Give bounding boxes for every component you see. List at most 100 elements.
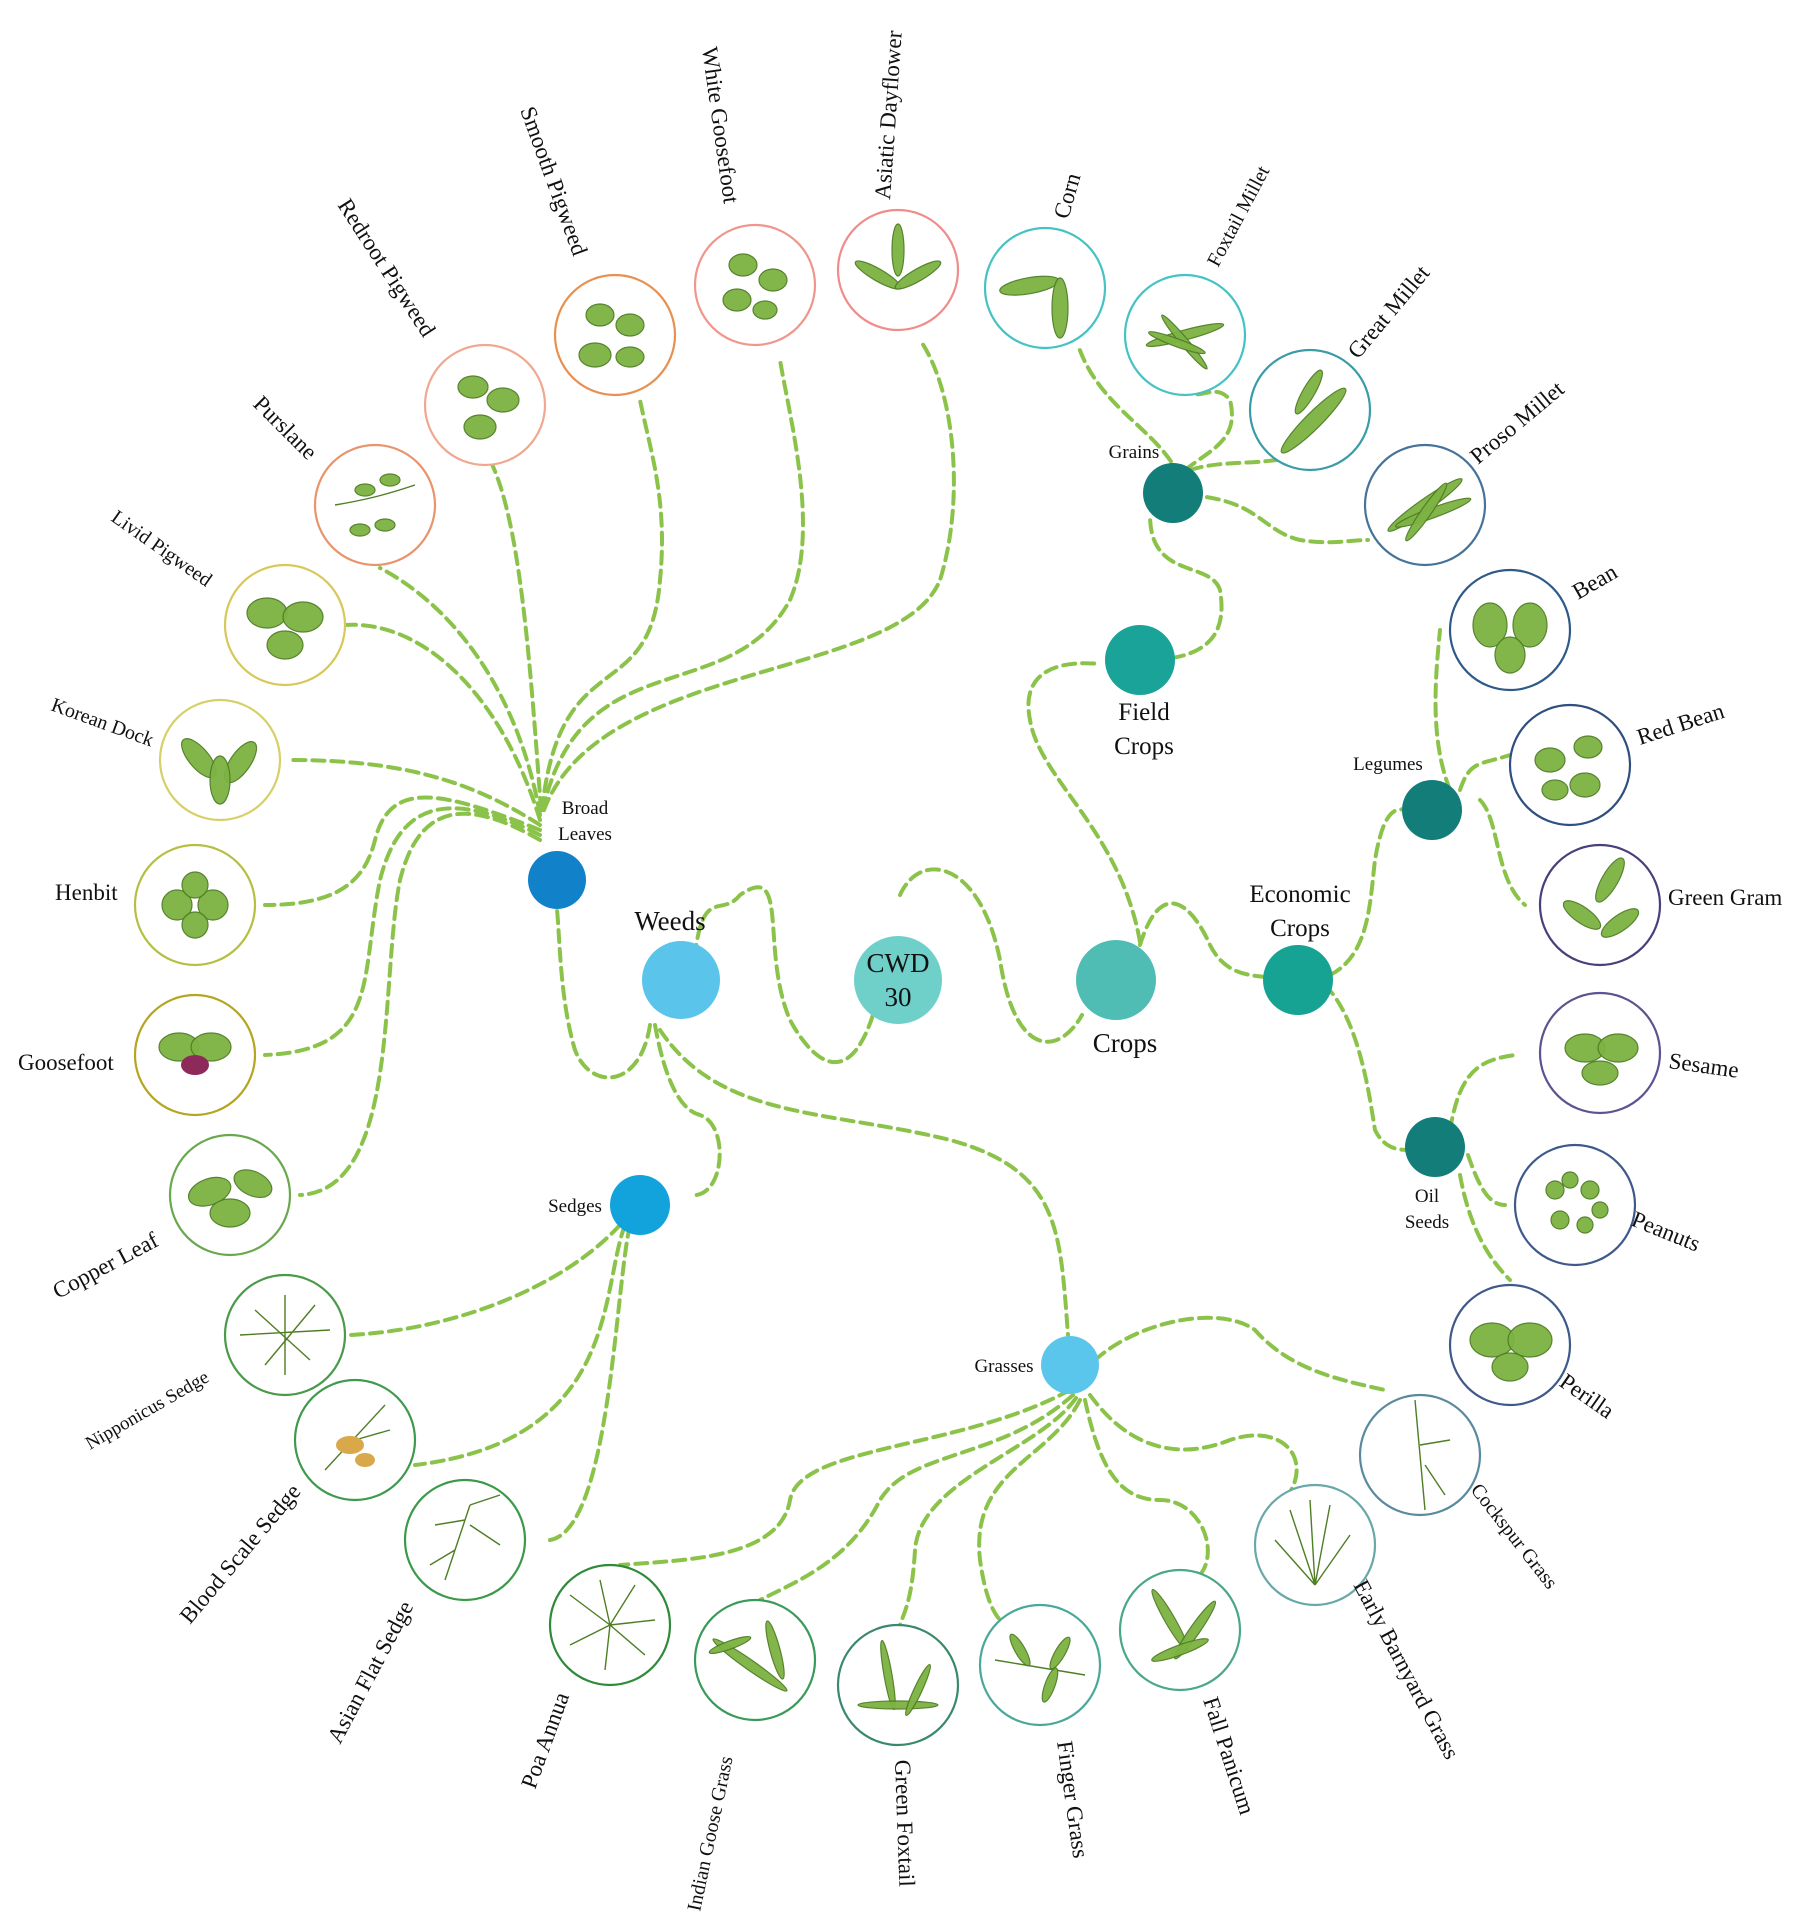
leaf-poa-annua[interactable] (548, 1563, 672, 1687)
indian-goose-grass-ring (693, 1598, 817, 1722)
leaf-red-bean[interactable] (1508, 703, 1632, 827)
weeds-node[interactable] (642, 941, 720, 1019)
field-crops-node[interactable] (1105, 625, 1175, 695)
leaf-asiatic-dayflower[interactable] (836, 208, 960, 332)
leaf-fall-panicum[interactable] (1118, 1568, 1242, 1692)
label-proso-millet: Proso Millet (1465, 376, 1569, 469)
early-barnyard-grass-plant-icon (1274, 1499, 1351, 1586)
leaf-sesame[interactable] (1538, 991, 1662, 1115)
economic-crops-node[interactable] (1263, 945, 1333, 1015)
leaf-great-millet[interactable] (1248, 348, 1372, 472)
leaf-finger-grass[interactable] (978, 1603, 1102, 1727)
link-legumes-redbean (1458, 753, 1512, 792)
leaf-indian-goose-grass[interactable] (693, 1598, 817, 1722)
leaf-henbit[interactable] (133, 843, 257, 967)
korean-dock-plant-icon (181, 738, 258, 805)
leaf-green-foxtail[interactable] (836, 1623, 960, 1747)
root-node[interactable] (854, 936, 942, 1024)
leaf-early-barnyard-grass[interactable] (1253, 1483, 1377, 1607)
green-gram-ring (1538, 843, 1662, 967)
label-nipponicus-sedge: Nipponicus Sedge (82, 1367, 213, 1455)
label-indian-goose-grass: Indian Goose Grass (683, 1754, 737, 1913)
leaf-white-goosefoot[interactable] (693, 223, 817, 347)
link-broad-dayflower (542, 338, 956, 812)
label-green-gram: Green Gram (1668, 885, 1782, 910)
leaf-asian-flat-sedge[interactable] (403, 1478, 527, 1602)
field-crops-label-line2: Crops (1114, 733, 1174, 760)
label-sesame: Sesame (1667, 1048, 1740, 1083)
copper-leaf-plant-icon (187, 1169, 273, 1228)
link-broad-henbit (263, 795, 542, 907)
link-broad-koreandock (288, 758, 542, 827)
label-asian-flat-sedge: Asian Flat Sedge (322, 1597, 418, 1747)
label-corn: Corn (1049, 170, 1086, 222)
leaf-goosefoot[interactable] (133, 993, 257, 1117)
label-foxtail-millet: Foxtail Millet (1203, 162, 1275, 270)
link-grains-proso (1186, 493, 1370, 545)
link-grains-corn (1076, 343, 1182, 480)
legumes-node[interactable] (1402, 780, 1462, 840)
link-broad-smooth (540, 398, 664, 812)
leaf-copper-leaf[interactable] (168, 1133, 292, 1257)
label-smooth-pigweed: Smooth Pigweed (515, 103, 592, 259)
label-livid-pigweed: Livid Pigweed (107, 506, 216, 591)
leaf-corn[interactable] (983, 226, 1107, 350)
link-grasses-greenfoxtail (898, 1396, 1078, 1627)
label-finger-grass: Finger Grass (1052, 1739, 1093, 1860)
label-redroot-pigweed: Redroot Pigweed (333, 194, 441, 341)
link-oil-sesame (1448, 1053, 1517, 1132)
link-broad-redroot (488, 458, 543, 812)
finger-grass-plant-icon (994, 1633, 1086, 1703)
henbit-plant-icon (161, 871, 229, 939)
leaf-peanuts[interactable] (1513, 1143, 1637, 1267)
grasses-label: Grasses (974, 1356, 1033, 1377)
red-bean-ring (1508, 703, 1632, 827)
leaf-foxtail-millet[interactable] (1123, 273, 1247, 397)
perilla-plant-icon (1469, 1322, 1553, 1382)
root-label-line2: 30 (885, 982, 912, 1012)
root-label-line1: CWD (867, 948, 930, 978)
link-field-grains (1148, 513, 1224, 660)
link-root-weeds (691, 885, 884, 1065)
leaf-redroot-pigweed[interactable] (423, 343, 547, 467)
link-grains-great (1188, 456, 1287, 472)
economic-crops-label-line2: Crops (1270, 915, 1330, 942)
green-foxtail-plant-icon (857, 1639, 939, 1717)
link-broad-copperleaf (298, 811, 542, 1197)
leaf-blood-scale-sedge[interactable] (293, 1378, 417, 1502)
link-legumes-bean (1433, 628, 1452, 792)
link-sedges-nipponicus (348, 1223, 622, 1337)
label-asiatic-dayflower: Asiatic Dayflower (870, 29, 907, 200)
redroot-pigweed-ring (423, 343, 547, 467)
leaf-purslane[interactable] (313, 443, 437, 567)
cockspur-grass-plant-icon (1414, 1399, 1451, 1511)
grains-node[interactable] (1143, 463, 1203, 523)
smooth-pigweed-ring (553, 273, 677, 397)
link-broad-purslane (378, 566, 542, 817)
indian-goose-grass-plant-icon (708, 1620, 788, 1692)
link-broad-lividpigweed (343, 622, 542, 822)
leaf-nipponicus-sedge[interactable] (223, 1273, 347, 1397)
leaf-smooth-pigweed[interactable] (553, 273, 677, 397)
red-bean-plant-icon (1534, 735, 1603, 801)
great-millet-ring (1248, 348, 1372, 472)
leaf-bean[interactable] (1448, 568, 1572, 692)
grasses-node[interactable] (1041, 1336, 1099, 1394)
leaf-perilla[interactable] (1448, 1283, 1572, 1407)
oil-seeds-node[interactable] (1405, 1117, 1465, 1177)
oil-seeds-label-line2: Seeds (1405, 1212, 1449, 1233)
label-bean: Bean (1568, 559, 1622, 605)
broad-leaves-node[interactable] (528, 851, 586, 909)
leaf-green-gram[interactable] (1538, 843, 1662, 967)
link-broad-white (541, 358, 805, 812)
great-millet-plant-icon (1280, 369, 1347, 454)
leaf-proso-millet[interactable] (1363, 443, 1487, 567)
leaf-cockspur-grass[interactable] (1358, 1393, 1482, 1517)
sedges-node[interactable] (610, 1175, 670, 1235)
leaf-korean-dock[interactable] (158, 698, 282, 822)
fall-panicum-plant-icon (1151, 1588, 1217, 1662)
label-purslane: Purslane (248, 391, 322, 465)
crops-node[interactable] (1076, 940, 1156, 1020)
leaf-livid-pigweed[interactable] (223, 563, 347, 687)
link-legumes-greengram (1478, 798, 1527, 907)
